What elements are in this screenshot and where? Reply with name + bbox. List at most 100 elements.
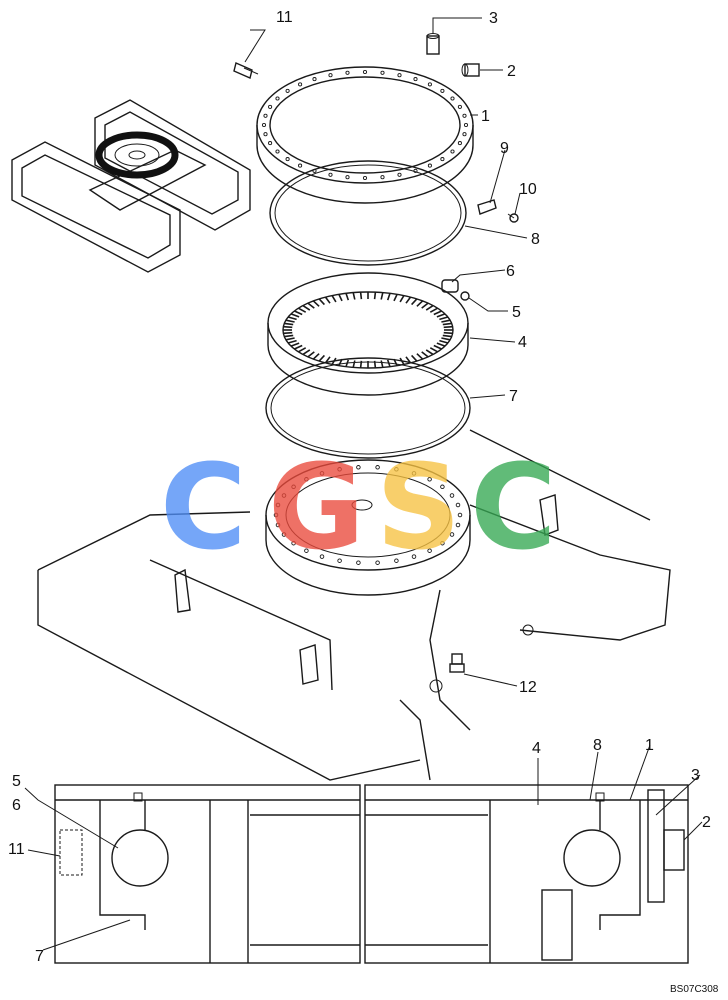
bolt-hole [440,88,445,93]
mount-bolt-holes [273,465,463,565]
bolt-hole [440,540,445,546]
bolt-hole [455,502,461,508]
bolt-hole [328,73,333,78]
bolt-hole [362,69,368,75]
gear-tooth [416,300,424,307]
gear-tooth [411,354,418,362]
gear-tooth [290,342,300,347]
gear-tooth [380,292,384,300]
bolt-hole [275,149,280,154]
gear-tooth [443,325,453,329]
watermark: C G S C [160,438,557,576]
gear-tooth [312,353,320,360]
callout-4: 4 [518,334,527,351]
gear-tooth [433,310,442,316]
bolt-hole [463,122,469,128]
callout-section-3: 3 [691,767,700,784]
bolt-hole [263,113,268,118]
bolt-11 [233,62,259,79]
bolt-hole [345,175,350,180]
gear-tooth [386,293,391,301]
callout-5: 5 [512,304,521,321]
callout-1: 1 [481,108,490,125]
bolt-hole [345,70,350,75]
bolt-10 [507,213,519,223]
bolt-hole [298,163,303,168]
bolt-hole [319,471,325,476]
ring-bolt-holes [261,69,469,181]
leader-lines [24,17,703,951]
gear-tooth [433,344,442,350]
watermark-letter-c1: C [160,438,247,576]
bolt-hole [275,96,280,101]
plug-2 [461,63,480,77]
cap-6 [441,279,459,293]
gear-tooth [443,331,453,335]
gear-tooth [302,304,311,311]
gear-tooth [294,310,303,316]
callout-3: 3 [489,10,498,27]
bolt-hole [337,467,342,472]
bolt-hole [457,141,462,146]
bolt-hole [411,554,417,559]
bolt-hole [285,157,290,162]
callout-section-2: 2 [702,814,711,831]
callout-11: 11 [276,9,293,26]
gear-tooth [442,322,452,326]
undercarriage-inset [11,99,251,273]
bolt-hole [312,77,317,82]
bearing-outer-ring [256,66,474,204]
gear-tooth [442,334,452,338]
gear-tooth [421,351,429,358]
gear-tooth [393,293,398,302]
gear-tooth [405,296,412,304]
bolt-hole [304,477,309,482]
plate-9 [477,199,497,215]
bolt-hole [304,548,309,553]
gear-tooth [399,295,405,303]
bolt-hole [291,484,296,490]
bolt-hole [411,471,417,476]
gear-tooth [373,292,377,300]
watermark-letter-c2: C [470,438,557,576]
gear-tooth [416,353,424,360]
bolt-hole [462,113,467,118]
callout-section-8: 8 [593,737,602,754]
ball-5 [460,291,470,301]
gear-tooth [338,293,343,302]
gear-tooth [345,293,350,301]
bolt-hole [449,493,455,498]
gear-tooth [287,316,297,321]
callout-section-6: 6 [12,797,21,814]
gear-tooth [298,307,307,313]
bolt-hole [291,540,296,546]
bolt-hole [427,548,432,553]
bolt-hole [457,104,462,109]
gear-tooth [352,292,356,300]
bolt-hole [281,532,287,537]
bolt-hole [281,493,287,498]
bolt-hole [394,467,399,472]
cross-section-view [54,784,689,964]
bolt-hole [413,77,418,82]
gear-tooth [436,313,446,318]
bolt-hole [440,484,445,490]
callout-12: 12 [519,679,537,696]
bolt-hole [455,522,461,528]
gear-tooth [429,307,438,313]
bolt-hole [427,163,432,168]
bolt-hole [263,132,268,137]
callouts-exploded: 11 3 2 1 9 10 8 6 5 4 7 12 [276,9,540,696]
callouts-section: 5 6 11 7 4 8 1 3 2 [8,737,711,965]
gear-teeth [283,292,453,368]
upper-frame [37,429,671,781]
watermark-letter-s: S [376,438,461,576]
bolt-hole [449,532,455,537]
gear-tooth [285,319,295,323]
bolt-12 [449,653,465,673]
bolt-hole [356,465,361,470]
bolt-hole [337,558,342,563]
gear-tooth [283,325,293,329]
gear-tooth [285,337,295,341]
